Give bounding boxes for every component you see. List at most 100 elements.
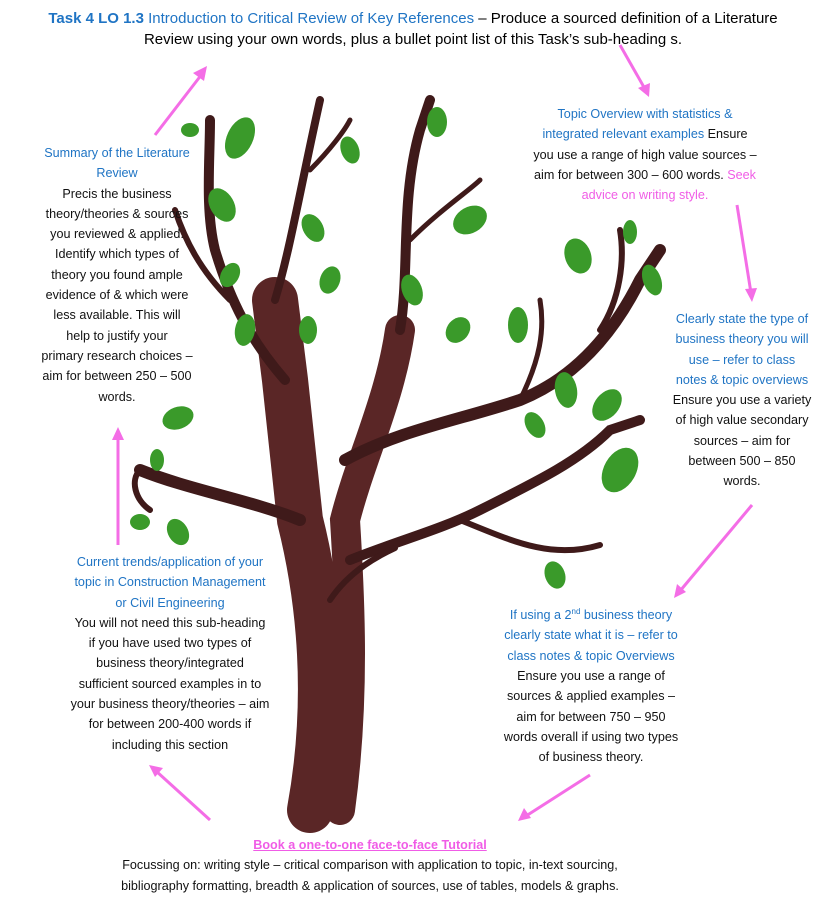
text-segment: or Civil Engineering	[115, 595, 225, 610]
current-trends-line: your business theory/theories – aim	[50, 694, 290, 714]
text-segment: you use a range of high value sources –	[533, 147, 757, 162]
text-segment: aim for between 750 – 950	[516, 709, 666, 724]
topic-overview-line: aim for between 300 – 600 words. Seek	[500, 165, 790, 185]
tutorial-line: Focussing on: writing style – critical c…	[40, 855, 700, 875]
current-trends-line: or Civil Engineering	[50, 593, 290, 613]
text-segment: topic in Construction Management	[74, 575, 266, 590]
text-segment: business theory	[580, 608, 673, 623]
summary-line: Review	[0, 163, 234, 183]
text-segment: business theory/integrated	[96, 656, 244, 671]
summary-line: theory/theories & sources	[0, 204, 234, 224]
second-theory-line: If using a 2nd business theory	[480, 602, 702, 625]
text-segment: Topic Overview with statistics &	[557, 107, 733, 121]
second-theory-line: of business theory.	[480, 747, 702, 767]
business-theory-line: notes & topic overviews	[650, 370, 826, 390]
text-segment: you reviewed & applied.	[50, 227, 184, 242]
text-segment: of high value secondary	[675, 413, 809, 428]
text-segment: Ensure you use a range of	[517, 669, 665, 684]
text-segment: Summary of the Literature	[44, 146, 190, 160]
text-segment: of business theory.	[538, 750, 644, 765]
second-theory-block: If using a 2nd business theory clearly st…	[480, 602, 702, 768]
summary-line: Identify which types of	[0, 244, 234, 264]
text-segment: help to justify your	[66, 328, 168, 343]
second-theory-line: Ensure you use a range of	[480, 666, 702, 686]
text-segment: If using a 2	[509, 608, 572, 623]
summary-line: Summary of the Literature	[0, 143, 234, 163]
text-segment: advice on writing style.	[581, 188, 709, 203]
text-segment: class notes & topic Overviews	[507, 648, 675, 663]
task-instructions-1: – Produce a sourced definition of a Lite…	[474, 10, 778, 27]
text-segment: aim for between 300 – 600 words.	[534, 167, 724, 182]
second-theory-line: sources & applied examples –	[480, 686, 702, 706]
tutorial-line: bibliography formatting, breadth & appli…	[40, 876, 700, 896]
text-segment: your business theory/theories – aim	[70, 697, 270, 712]
text-segment: sufficient sourced examples in to	[78, 676, 262, 691]
text-segment: words.	[98, 389, 136, 404]
business-theory-line: sources – aim for	[650, 431, 826, 451]
business-theory-block: Clearly state the type of business theory…	[650, 309, 826, 492]
text-segment: if you have used two types of	[88, 636, 252, 651]
business-theory-line: of high value secondary	[650, 410, 826, 430]
text-segment: Identify which types of	[55, 247, 179, 262]
current-trends-line: sufficient sourced examples in to	[50, 674, 290, 694]
text-segment: Ensure	[704, 127, 748, 142]
text-segment: Focussing on: writing style – critical c…	[122, 858, 618, 873]
second-theory-line: class notes & topic Overviews	[480, 646, 702, 666]
summary-line: Precis the business	[0, 184, 234, 204]
business-theory-line: words.	[650, 471, 826, 491]
topic-overview-line: integrated relevant examples Ensure	[500, 124, 790, 144]
text-segment: less available. This will	[53, 308, 181, 323]
business-theory-line: use – refer to class	[650, 350, 826, 370]
text-segment: sources & applied examples –	[506, 689, 675, 704]
text-segment: Clearly state the type of	[675, 312, 809, 326]
current-trends-line: for between 200-400 words if	[50, 714, 290, 734]
topic-overview-line: Topic Overview with statistics &	[500, 104, 790, 124]
current-trends-line: if you have used two types of	[50, 633, 290, 653]
text-segment: notes & topic overviews	[675, 372, 809, 387]
summary-line: you reviewed & applied.	[0, 224, 234, 244]
text-segment: business theory you will	[675, 332, 809, 347]
tree-leaves	[130, 107, 663, 589]
text-segment: including this section	[111, 737, 229, 752]
text-segment: nd	[571, 607, 581, 616]
text-segment: clearly state what it is – refer to	[504, 628, 678, 643]
business-theory-line: Ensure you use a variety	[650, 390, 826, 410]
text-segment: Precis the business	[62, 186, 172, 201]
text-segment: Review	[96, 166, 138, 181]
text-segment: sources – aim for	[693, 433, 791, 448]
current-trends-block: Current trends/application of your topic …	[50, 552, 290, 755]
pink-arrows	[112, 44, 757, 822]
text-segment: for between 200-400 words if	[88, 717, 252, 732]
text-segment: primary research choices –	[41, 348, 193, 363]
business-theory-line: Clearly state the type of	[650, 309, 826, 329]
book-tutorial-link[interactable]: Book a one-to-one face-to-face Tutorial	[253, 838, 487, 852]
second-theory-line: words overall if using two types	[480, 727, 702, 747]
tree-trunk	[131, 95, 666, 833]
text-segment: between 500 – 850	[688, 454, 796, 469]
text-segment: integrated relevant examples	[542, 127, 705, 142]
business-theory-line: between 500 – 850	[650, 451, 826, 471]
text-segment: evidence of & which were	[45, 288, 189, 303]
task-heading: Task 4 LO 1.3 Introduction to Critical R…	[0, 8, 826, 50]
topic-overview-line: you use a range of high value sources –	[500, 145, 790, 165]
summary-line: less available. This will	[0, 305, 234, 325]
text-segment: Seek	[723, 167, 756, 182]
text-segment: Ensure you use a variety	[672, 393, 812, 408]
current-trends-line: topic in Construction Management	[50, 572, 290, 592]
text-segment: words overall if using two types	[503, 729, 679, 744]
second-theory-line: clearly state what it is – refer to	[480, 625, 702, 645]
summary-line: primary research choices –	[0, 346, 234, 366]
text-segment: bibliography formatting, breadth & appli…	[121, 878, 619, 893]
text-segment: theory/theories & sources	[45, 206, 189, 221]
current-trends-line: business theory/integrated	[50, 653, 290, 673]
summary-line: help to justify your	[0, 326, 234, 346]
tutorial-line: Book a one-to-one face-to-face Tutorial	[40, 835, 700, 855]
task-topic: Introduction to Critical Review of Key R…	[148, 10, 475, 27]
text-segment: use – refer to class	[688, 352, 796, 367]
current-trends-line: Current trends/application of your	[50, 552, 290, 572]
text-segment: You will not need this sub-heading	[74, 615, 266, 630]
topic-overview-block: Topic Overview with statistics & integrat…	[500, 104, 790, 205]
text-segment: aim for between 250 – 500	[42, 369, 192, 384]
